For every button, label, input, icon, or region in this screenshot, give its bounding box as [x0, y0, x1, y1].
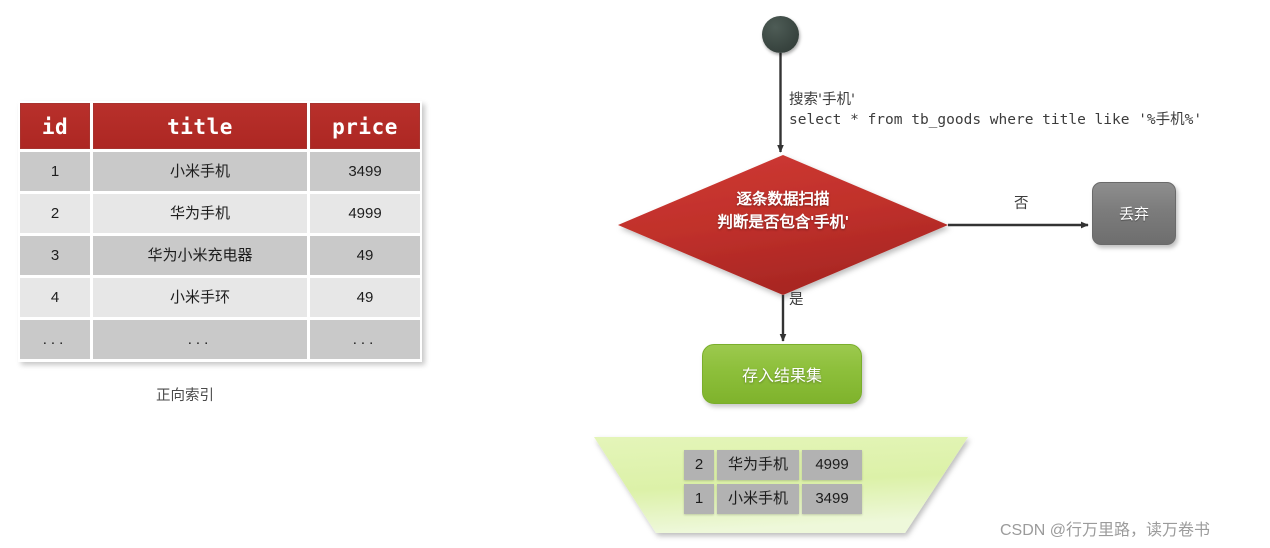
- result-set-rows: 2 华为手机 4999 1 小米手机 3499: [684, 450, 862, 518]
- cell-id: 3: [20, 236, 90, 275]
- result-cell-title: 华为手机: [717, 450, 799, 480]
- cell-title: 华为小米充电器: [93, 236, 307, 275]
- column-header-id: id: [20, 103, 90, 149]
- cell-price: 3499: [310, 152, 420, 191]
- cell-id: 4: [20, 278, 90, 317]
- result-row: 2 华为手机 4999: [684, 450, 862, 480]
- store-result-node-label: 存入结果集: [741, 368, 822, 385]
- cell-price: 49: [310, 236, 420, 275]
- column-header-price: price: [310, 103, 420, 149]
- result-cell-id: 2: [684, 450, 714, 480]
- cell-price-ellipsis: ...: [310, 320, 420, 359]
- table-row: 2 华为手机 4999: [18, 191, 422, 233]
- flow-start-node: [762, 16, 799, 53]
- cell-title: 小米手环: [93, 278, 307, 317]
- table-row: 3 华为小米充电器 49: [18, 233, 422, 275]
- branch-label-yes: 是: [789, 292, 804, 308]
- store-result-node: 存入结果集: [702, 344, 862, 404]
- cell-id-ellipsis: ...: [20, 320, 90, 359]
- query-label-line1: 搜索'手机': [789, 92, 855, 108]
- discard-node-label: 丢弃: [1118, 206, 1149, 223]
- cell-title: 华为手机: [93, 194, 307, 233]
- cell-id: 1: [20, 152, 90, 191]
- forward-index-table: id title price 1 小米手机 3499 2 华为手机 4999 3…: [18, 101, 422, 362]
- table-row-ellipsis: ... ... ...: [18, 317, 422, 359]
- result-cell-price: 3499: [802, 484, 862, 514]
- result-cell-title: 小米手机: [717, 484, 799, 514]
- column-header-title: title: [93, 103, 307, 149]
- query-label-sql: select * from tb_goods where title like …: [789, 112, 1203, 128]
- result-cell-id: 1: [684, 484, 714, 514]
- branch-label-no: 否: [1014, 196, 1029, 212]
- result-cell-price: 4999: [802, 450, 862, 480]
- query-label: 搜索'手机' select * from tb_goods where titl…: [789, 91, 1259, 130]
- table-row: 4 小米手环 49: [18, 275, 422, 317]
- cell-title: 小米手机: [93, 152, 307, 191]
- forward-index-caption: 正向索引: [156, 388, 214, 404]
- cell-id: 2: [20, 194, 90, 233]
- result-row: 1 小米手机 3499: [684, 484, 862, 514]
- table-row: 1 小米手机 3499: [18, 149, 422, 191]
- decision-diamond: [618, 155, 948, 295]
- cell-price: 4999: [310, 194, 420, 233]
- discard-node: 丢弃: [1092, 182, 1176, 245]
- table-body: 1 小米手机 3499 2 华为手机 4999 3 华为小米充电器 49 4 小…: [18, 149, 422, 359]
- cell-price: 49: [310, 278, 420, 317]
- table-header-row: id title price: [18, 103, 422, 149]
- watermark: CSDN @行万里路，读万卷书: [1000, 522, 1211, 539]
- cell-title-ellipsis: ...: [93, 320, 307, 359]
